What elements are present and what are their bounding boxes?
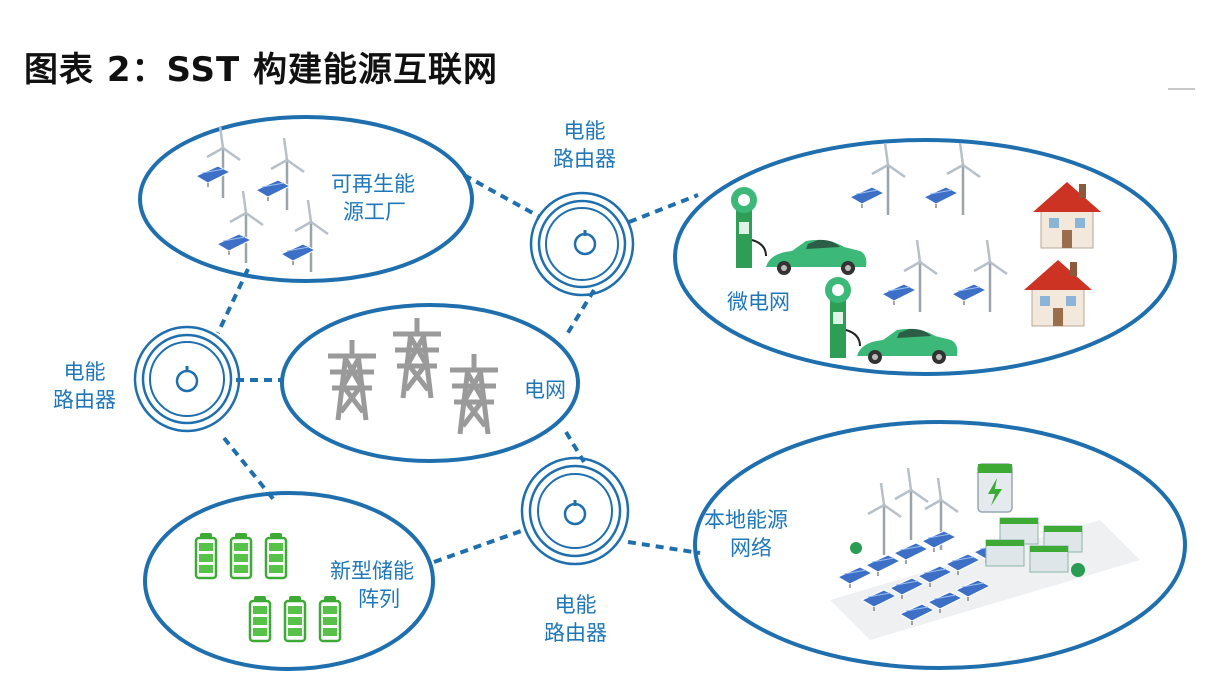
- microgrid-label: 微电网: [727, 290, 790, 314]
- solar-farm-battery-icon: [830, 463, 1140, 640]
- link-grid-router-bottom: [564, 430, 586, 464]
- transmission-tower-icon: [328, 318, 498, 434]
- link-renewable-router-left: [216, 268, 250, 334]
- microgrid-ellipse: [673, 138, 1177, 376]
- storage-label: 新型储能 阵列: [330, 559, 414, 611]
- router-left-label: 电能 路由器: [53, 360, 116, 412]
- ev-charging-house-icon: [730, 141, 1102, 364]
- wind-solar-icon: [195, 124, 330, 274]
- grid-ellipse: [280, 303, 580, 463]
- storage-ellipse: [143, 491, 435, 671]
- link-router-top-microgrid: [628, 193, 699, 224]
- local-ellipse: [693, 420, 1187, 670]
- battery-icon: [194, 531, 342, 643]
- link-router-left-storage: [222, 436, 276, 502]
- link-storage-router-bottom: [433, 528, 525, 564]
- link-renewable-router-top: [463, 173, 539, 218]
- local-network-label: 本地能源 网络: [704, 508, 788, 560]
- grid-label: 电网: [524, 378, 566, 402]
- figure-title: 图表 2：SST 构建能源互联网: [24, 50, 498, 90]
- router-bottom-label: 电能 路由器: [544, 593, 607, 645]
- router-top: [529, 191, 635, 297]
- renewable-label: 可再生能 源工厂: [331, 172, 415, 224]
- renewable-ellipse: [138, 115, 474, 283]
- router-bottom: [520, 456, 630, 566]
- link-router-top-grid: [564, 288, 596, 338]
- router-top-label: 电能 路由器: [553, 119, 616, 171]
- corner-mark: [1168, 88, 1195, 90]
- router-left: [133, 325, 241, 433]
- link-router-bottom-local: [627, 540, 701, 555]
